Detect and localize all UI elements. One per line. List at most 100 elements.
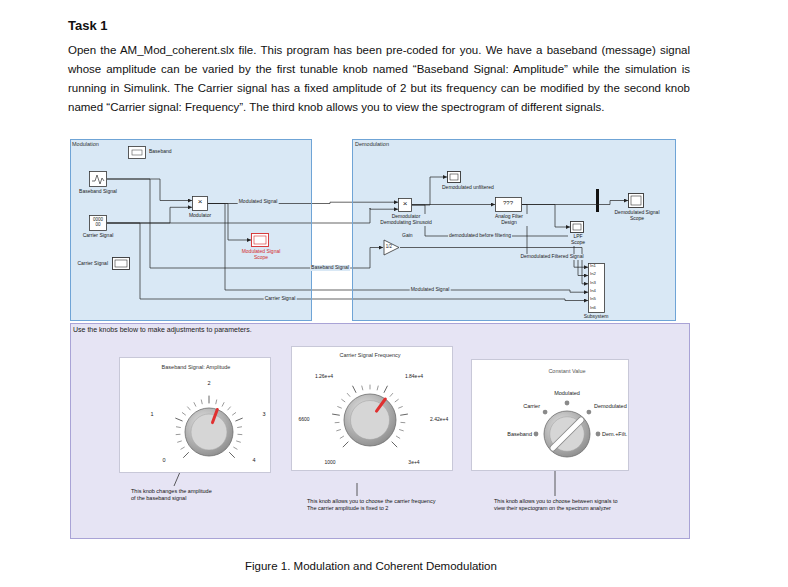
block-label: Modulator [188, 213, 212, 219]
panel-title: Demodulation [355, 141, 389, 147]
block-icon [89, 171, 107, 187]
signal-line [107, 208, 398, 223]
signal-line [107, 207, 192, 223]
block-text: Modulated [554, 390, 580, 396]
block-label: Demodulated Signal Scope [613, 210, 661, 222]
block-text: × [403, 199, 408, 208]
demodulation-panel-fill [352, 139, 676, 321]
leader-line [357, 483, 358, 496]
block-icon [447, 171, 461, 183]
block-label: Demodulator Demodulating Sinusoid [379, 214, 433, 226]
block-text: 0000 00 [91, 217, 105, 227]
signal-label: Demodulated Filtered Signal [519, 254, 584, 260]
block-text: In3 [590, 281, 596, 286]
block-text: 3 [262, 411, 265, 417]
signal-label: Carrier Signal [264, 296, 297, 302]
simulink-block: Demodulated Signal Scope [628, 193, 644, 208]
signal-label: Modulated Signal [410, 287, 451, 293]
block-icon [251, 233, 269, 247]
leader-line [555, 470, 556, 496]
block-text: 1 [150, 411, 153, 417]
block-label: LPF Scope [568, 234, 588, 246]
simulink-block: ×Demodulator Demodulating Sinusoid [398, 198, 412, 212]
signal-line [400, 248, 588, 284]
leader-line [174, 472, 180, 486]
block-label: Baseband [148, 149, 173, 155]
block-text: ??? [503, 200, 513, 207]
block-text: Demodulated [594, 403, 627, 409]
simulink-block: 1/2Gain [383, 239, 400, 256]
signal-line [412, 177, 447, 205]
block-label: Carrier Signal [82, 233, 115, 239]
block-icon [128, 146, 146, 159]
simulink-block: In1In2In3In4In5In6Subsystem [588, 263, 605, 313]
block-text: × [198, 197, 203, 206]
simulink-block: 0000 00Carrier Signal [89, 215, 107, 231]
simulink-block: Carrier Signal [112, 257, 130, 270]
panel-title: Use the knobs below to make adjustments … [73, 326, 252, 334]
block-text: Carrier [523, 403, 540, 409]
block-text: 6600 [298, 417, 309, 423]
block-text: In5 [590, 297, 596, 302]
simulink-block: Baseband [128, 146, 146, 159]
simulink-block: Modulated Signal Scope [251, 233, 269, 247]
modulation-panel-fill [70, 139, 312, 321]
signal-line [107, 179, 192, 201]
block-text: In6 [590, 306, 596, 311]
signal-line [107, 223, 588, 301]
block-text: 2 [207, 380, 210, 386]
block-text: 1000 [324, 460, 335, 466]
signal-line [208, 202, 398, 203]
block-icon [292, 347, 454, 472]
block-text: Baseband [507, 431, 532, 437]
signal-line [208, 204, 251, 241]
signal-line [208, 204, 588, 293]
block-text: 1.84e+4 [405, 374, 423, 380]
signal-line [412, 205, 588, 267]
block-text: Baseband Signal: Amplitude [162, 364, 231, 370]
block-text: 2.42e+4 [430, 417, 448, 423]
block-label: Baseband Signal [78, 189, 118, 195]
knob-widget: Carrier Signal Frequency 1.26e+4 1.84e+4 66… [291, 346, 453, 471]
block-label: Demodulated unfiltered [441, 185, 495, 191]
simulink-block: Baseband Signal [89, 171, 107, 187]
block-text: In1 [590, 264, 596, 269]
simulink-block: ×Modulator [192, 196, 208, 211]
signal-label: demodulated before filtering [448, 233, 512, 239]
block-text: Dem.+Filt. [602, 431, 627, 437]
block-icon [112, 257, 130, 270]
block-label: Analog Filter Design [488, 214, 530, 226]
block-text: 1/2 [386, 244, 392, 249]
signal-line [522, 205, 588, 276]
signal-line [522, 201, 628, 205]
block-label: Modulated Signal Scope [239, 249, 283, 261]
block-icon [120, 358, 272, 474]
figure-caption: Figure 1. Modulation and Coherent Demodu… [245, 560, 497, 572]
block-text: In4 [590, 289, 596, 294]
panel-title: Modulation [72, 141, 99, 147]
mux-bar [596, 189, 599, 212]
block-icon [570, 221, 584, 233]
signal-label: Baseband Signal [310, 265, 350, 271]
callout-note: This knob changes the amplitude of the b… [131, 488, 213, 502]
panel-region: ModulationBasebandBaseband Signal×Modula… [70, 139, 312, 321]
knob-widget: Baseband Signal: Amplitude21304 [119, 357, 271, 473]
block-text: Carrier Signal Frequency [339, 352, 400, 358]
block-icon [472, 360, 630, 472]
block-text: 3e+4 [408, 460, 419, 466]
knob-panel-fill [70, 323, 690, 539]
block-label: Gain [401, 233, 414, 239]
block-text: 1.26e+4 [315, 374, 333, 380]
block-text: Constant Value [548, 368, 585, 374]
panel-region: DemodulationDemodulated unfiltered×Demod… [352, 139, 676, 321]
block-label: Subsystem [583, 314, 610, 320]
block-icon [628, 193, 644, 208]
simulink-block: ???Analog Filter Design [495, 197, 522, 212]
callout-note: This knob allows you to choose between s… [494, 498, 622, 512]
knob-widget: Constant ValueModulatedCarrier Demodulate… [471, 359, 629, 471]
block-text: 0 [162, 457, 165, 463]
block-text: In2 [590, 272, 596, 277]
simulink-block: Demodulated unfiltered [447, 171, 461, 183]
signal-line [107, 179, 383, 268]
